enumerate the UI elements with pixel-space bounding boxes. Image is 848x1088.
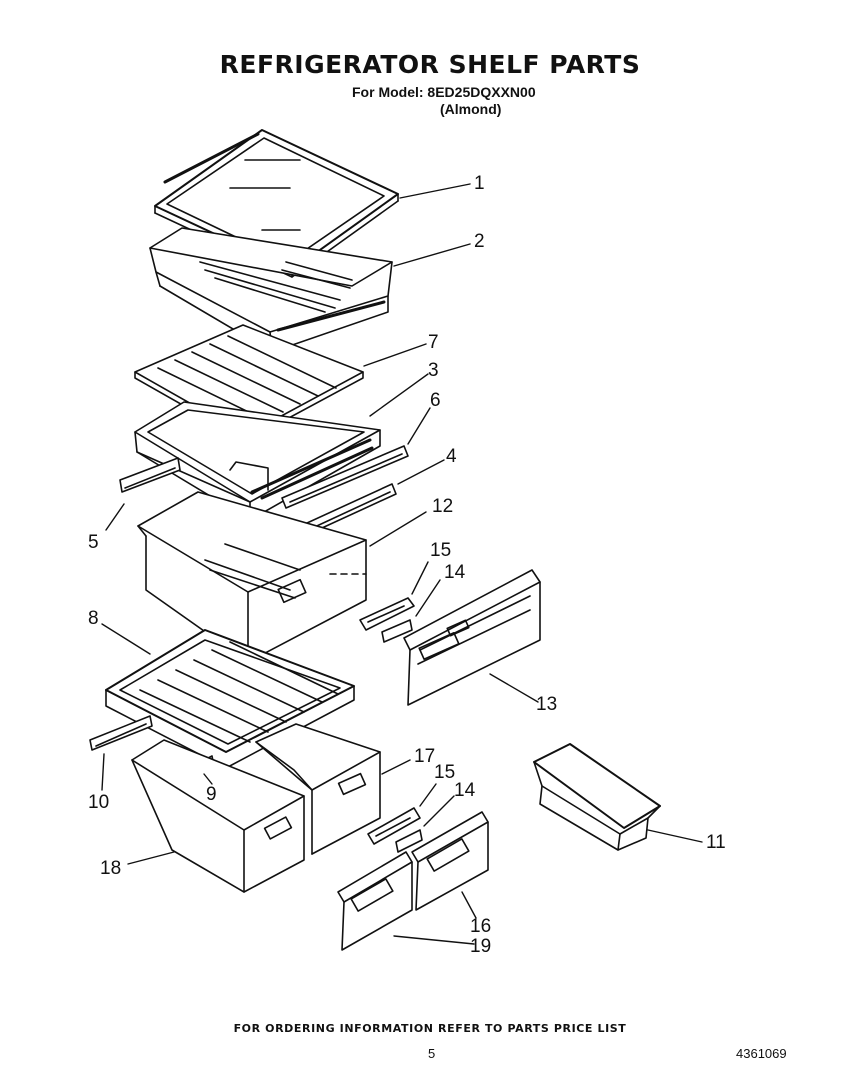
page-number: 5 <box>428 1046 436 1061</box>
ordering-note: FOR ORDERING INFORMATION REFER TO PARTS … <box>233 1022 627 1035</box>
color-line: (Almond) <box>440 101 502 117</box>
document-number: 4361069 <box>736 1046 787 1061</box>
part-17-right-pan <box>255 723 381 855</box>
model-line: For Model: 8ED25DQXXN00 <box>352 84 536 100</box>
part-13-drawer-front <box>403 569 541 706</box>
part-11-bin <box>533 743 661 851</box>
part-18-left-pan <box>131 739 305 893</box>
callout-15a: 15 <box>430 540 451 561</box>
callout-19: 19 <box>470 936 491 957</box>
page-title: REFRIGERATOR SHELF PARTS <box>219 50 641 79</box>
callout-12: 12 <box>432 496 453 517</box>
part-8-lower-shelf <box>105 629 355 769</box>
part-12-crisper-pan <box>137 491 367 663</box>
callout-1: 1 <box>474 173 485 194</box>
callout-10: 10 <box>88 792 109 813</box>
callout-3: 3 <box>428 360 439 381</box>
leader-lines <box>101 183 703 945</box>
callout-15b: 15 <box>434 762 455 783</box>
part-10-rail <box>89 715 153 751</box>
part-6-rail <box>281 445 409 509</box>
callout-17: 17 <box>414 746 435 767</box>
callout-14b: 14 <box>454 780 476 801</box>
part-14-bracket-lower <box>395 829 423 853</box>
callout-9: 9 <box>206 784 217 805</box>
part-5-rail <box>119 457 181 493</box>
callout-16: 16 <box>470 916 491 937</box>
callout-7: 7 <box>428 332 439 353</box>
callout-11: 11 <box>706 832 726 853</box>
part-2-shelf-pan <box>149 227 393 353</box>
part-16-drawer-front <box>411 811 489 911</box>
callout-6: 6 <box>430 390 441 411</box>
part-19-drawer-front <box>337 851 413 951</box>
part-15-rail-guide-lower <box>367 807 421 845</box>
callout-13: 13 <box>536 694 557 715</box>
part-15-rail-guide-upper <box>359 597 415 631</box>
part-14-bracket-upper <box>381 619 413 643</box>
callout-8: 8 <box>88 608 99 629</box>
callout-labels: 1 2 7 3 6 4 5 12 15 14 13 8 10 9 17 15 1… <box>88 173 726 957</box>
callout-2: 2 <box>474 231 485 252</box>
callout-14a: 14 <box>444 562 466 583</box>
part-7-shelf-insert <box>134 324 364 442</box>
callout-4: 4 <box>446 446 457 467</box>
callout-5: 5 <box>88 532 99 553</box>
callout-18: 18 <box>100 858 121 879</box>
